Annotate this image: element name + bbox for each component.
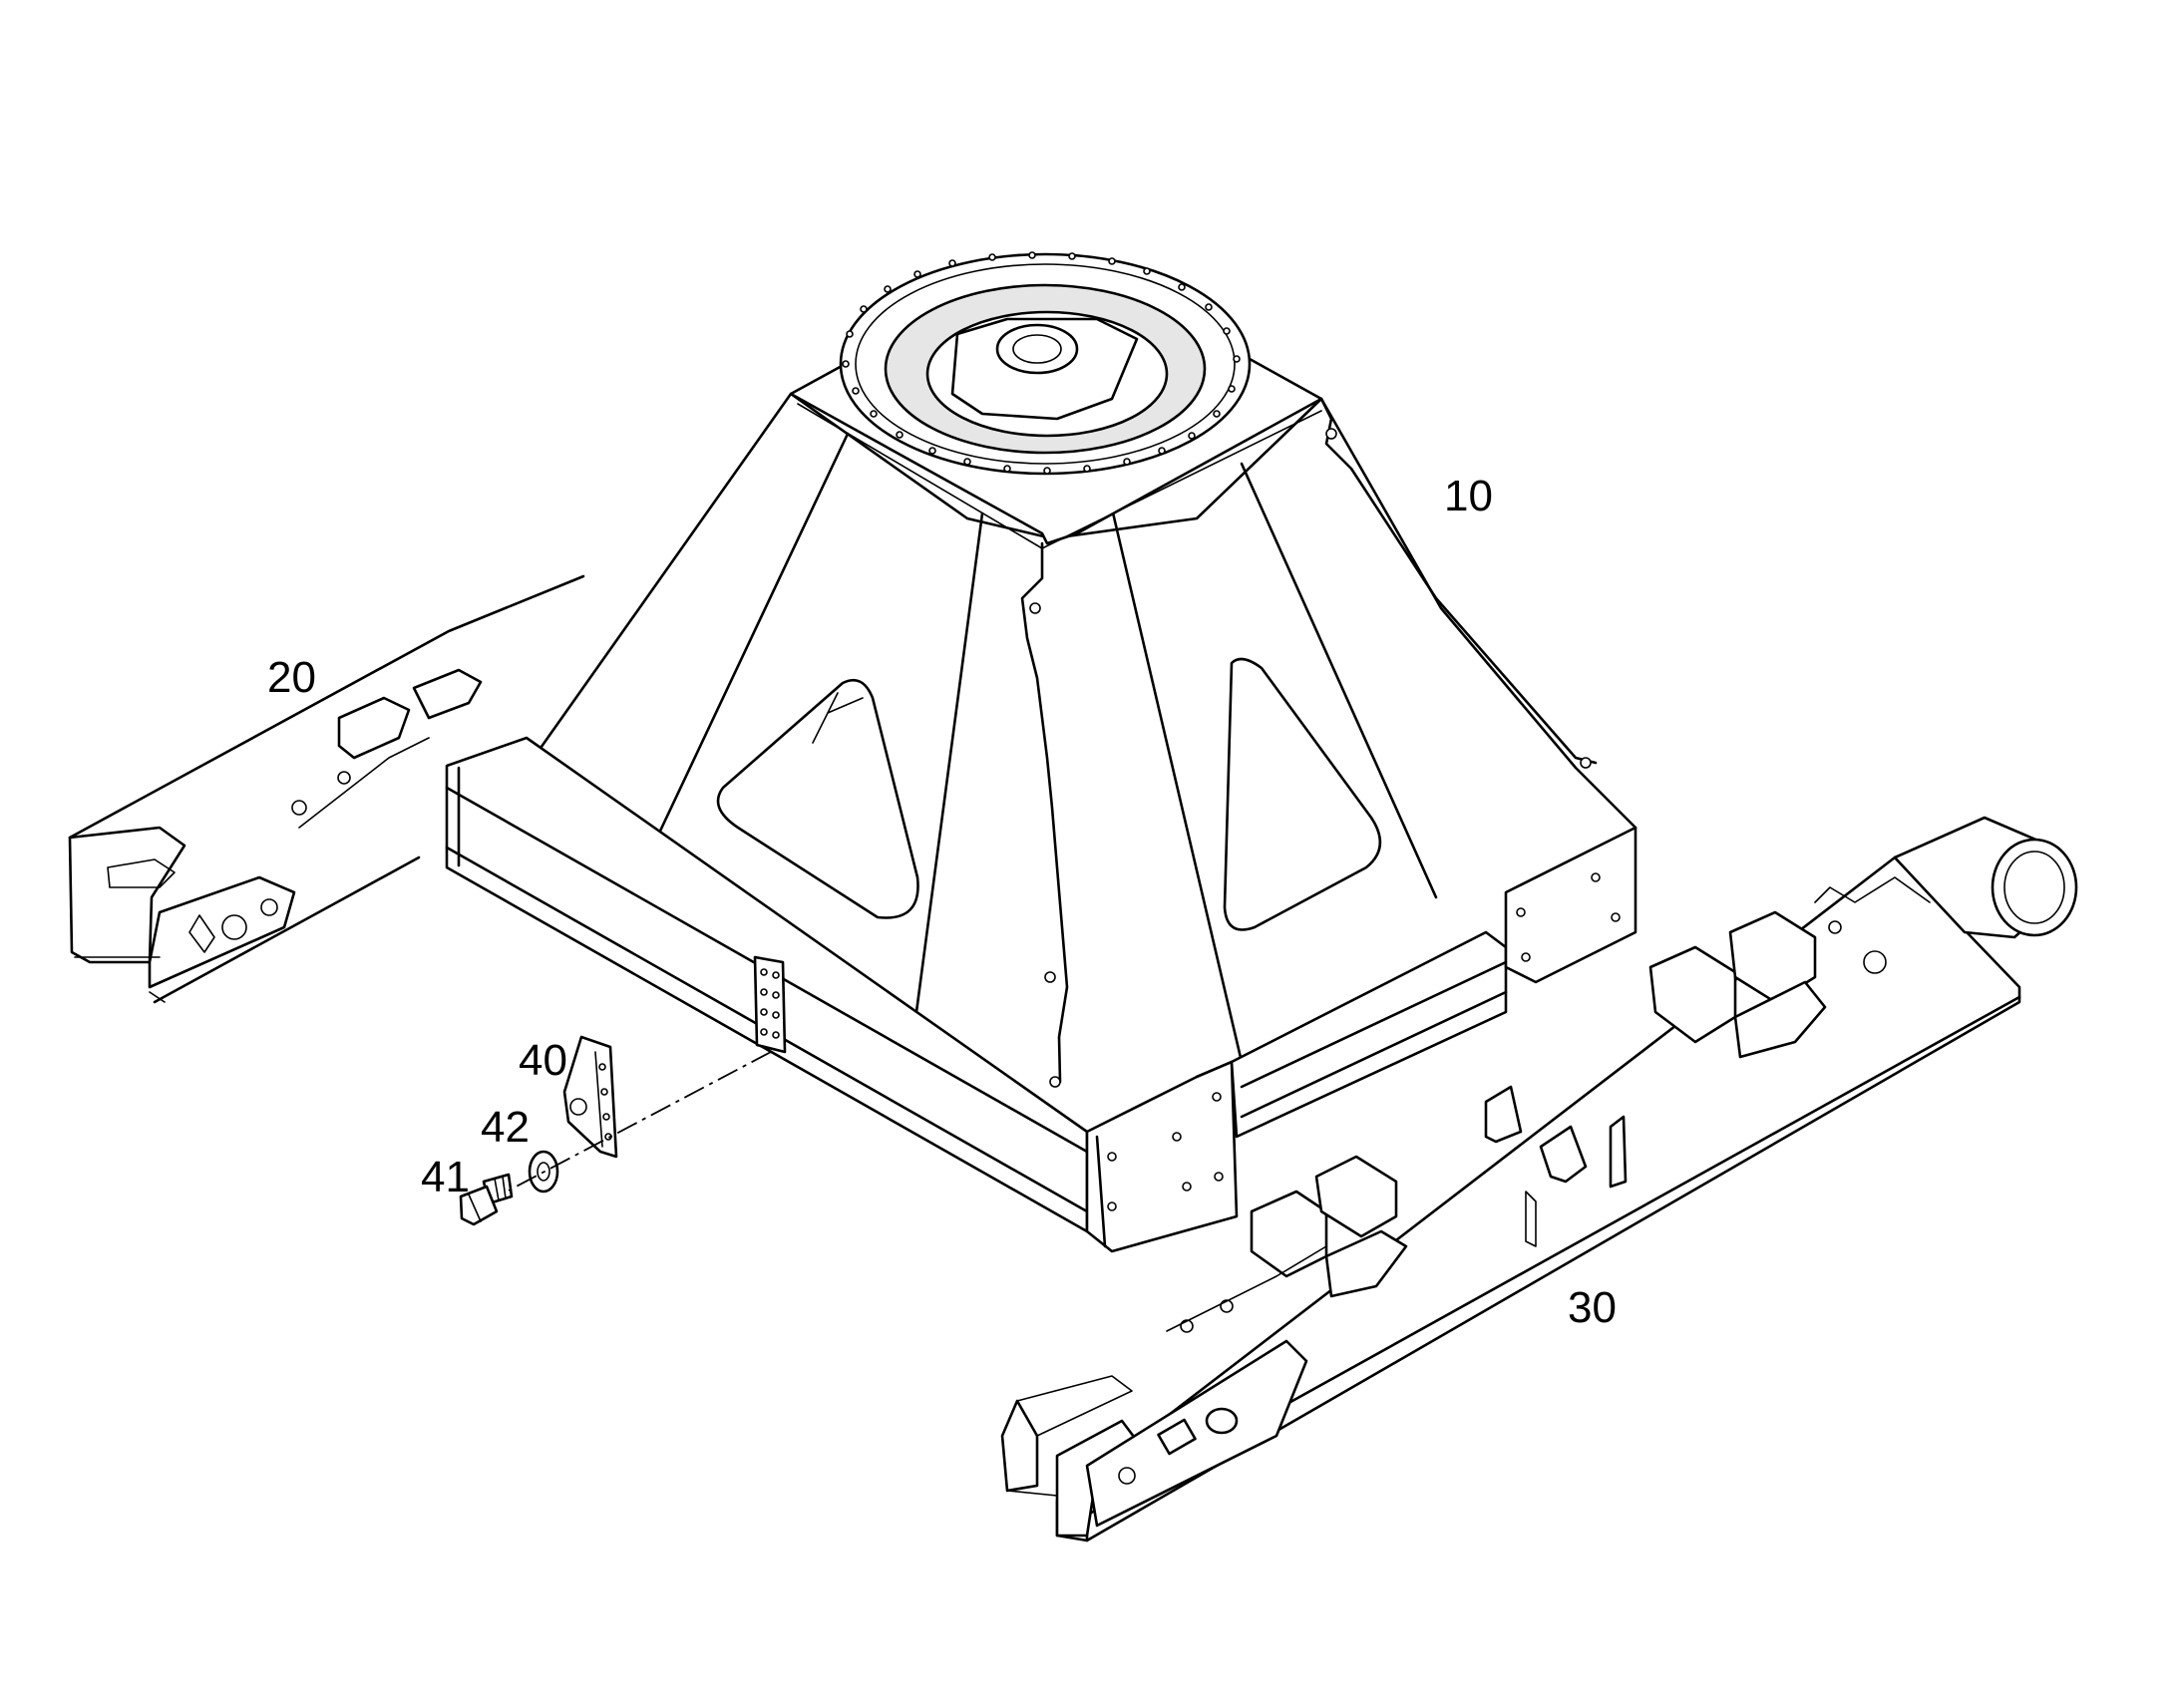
bolt[interactable] <box>459 1173 514 1226</box>
car-body[interactable] <box>445 251 1637 1253</box>
callout-40[interactable]: 40 <box>519 1036 567 1085</box>
track-frame-right[interactable] <box>1000 816 2078 1542</box>
assembly-line <box>508 1051 772 1192</box>
callout-30[interactable]: 30 <box>1568 1283 1617 1332</box>
callout-10[interactable]: 10 <box>1444 472 1493 520</box>
mounting-bracket[interactable] <box>562 1035 618 1159</box>
slewing-ring-bolts <box>842 251 1241 475</box>
callout-42[interactable]: 42 <box>481 1103 530 1152</box>
callout-20[interactable]: 20 <box>267 653 316 702</box>
track-frame-left[interactable] <box>68 574 585 1004</box>
callout-41[interactable]: 41 <box>421 1153 470 1201</box>
